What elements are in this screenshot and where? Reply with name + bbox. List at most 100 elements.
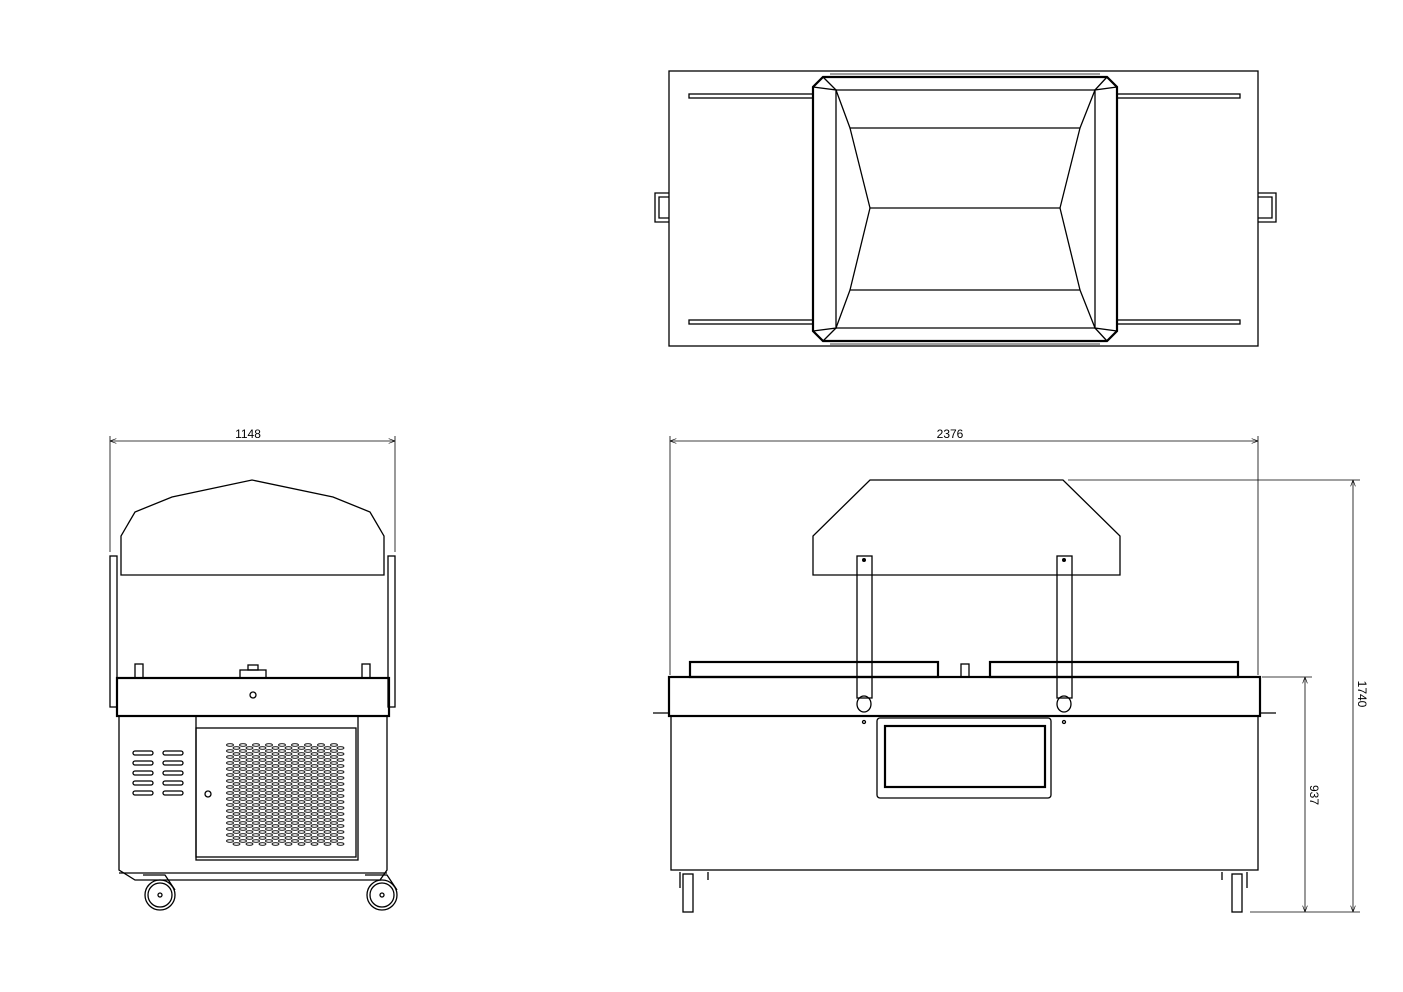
- perforation-hole: [265, 761, 273, 765]
- vent-slot: [162, 780, 184, 786]
- perforation-hole: [258, 824, 267, 828]
- perforation-hole: [323, 746, 332, 750]
- dimension-front-width: 2376: [937, 427, 964, 441]
- perforation-hole: [330, 827, 338, 831]
- perforation-hole: [226, 797, 234, 801]
- vent-slot: [132, 770, 154, 776]
- perforation-hole: [278, 809, 286, 813]
- perforation-hole: [323, 776, 332, 780]
- perforation-hole: [297, 788, 306, 792]
- perforation-hole: [271, 818, 280, 822]
- perforation-hole: [252, 743, 260, 747]
- perforation-hole: [297, 752, 306, 756]
- perforation-hole: [245, 746, 254, 750]
- perforation-hole: [323, 830, 332, 834]
- vent-slot: [162, 790, 184, 796]
- perforation-hole: [284, 770, 293, 774]
- perforation-hole: [226, 773, 234, 777]
- perforation-hole: [284, 746, 293, 750]
- perforation-hole: [323, 770, 332, 774]
- perforation-hole: [245, 806, 254, 810]
- perforation-hole: [226, 749, 234, 753]
- display-screen: [883, 724, 1047, 789]
- perforation-hole: [304, 791, 312, 795]
- perforation-hole: [245, 830, 254, 834]
- perforation-hole: [278, 761, 286, 765]
- perforation-hole: [271, 752, 280, 756]
- perforation-hole: [232, 830, 241, 834]
- perforation-hole: [278, 743, 286, 747]
- perforation-hole: [226, 839, 234, 843]
- platen-right: [988, 660, 1240, 679]
- perforation-hole: [226, 791, 234, 795]
- perforation-hole: [304, 773, 312, 777]
- perforation-hole: [239, 761, 247, 765]
- perforation-hole: [297, 842, 306, 846]
- perforation-hole: [258, 806, 267, 810]
- perforation-hole: [291, 755, 299, 759]
- perforation-hole: [310, 800, 319, 804]
- perforation-hole: [330, 773, 338, 777]
- perforation-hole: [245, 758, 254, 762]
- perforation-hole: [297, 794, 306, 798]
- perforation-hole: [258, 836, 267, 840]
- perforation-hole: [284, 776, 293, 780]
- perforation-hole: [239, 773, 247, 777]
- perforation-hole: [323, 836, 332, 840]
- perforation-hole: [271, 830, 280, 834]
- perforation-hole: [271, 842, 280, 846]
- perforation-hole: [317, 815, 325, 819]
- perforation-hole: [252, 779, 260, 783]
- perforation-hole: [317, 749, 325, 753]
- perforation-hole: [278, 839, 286, 843]
- perforation-hole: [239, 767, 247, 771]
- perforation-hole: [226, 815, 234, 819]
- perforation-hole: [317, 785, 325, 789]
- perforation-hole: [232, 800, 241, 804]
- lid-front: [812, 479, 1121, 576]
- perforation-hole: [271, 794, 280, 798]
- perforation-hole: [336, 770, 345, 774]
- perforation-hole: [278, 791, 286, 795]
- perforation-hole: [304, 839, 312, 843]
- perforation-hole: [258, 842, 267, 846]
- perforation-hole: [310, 758, 319, 762]
- perforation-hole: [271, 770, 280, 774]
- perforation-hole: [291, 785, 299, 789]
- perforation-hole: [239, 791, 247, 795]
- perforation-hole: [252, 761, 260, 765]
- perforation-hole: [284, 806, 293, 810]
- perforation-hole: [304, 785, 312, 789]
- perforation-hole: [304, 827, 312, 831]
- perforation-hole: [265, 767, 273, 771]
- perforation-hole: [330, 833, 338, 837]
- perforation-hole: [271, 776, 280, 780]
- perforation-hole: [265, 797, 273, 801]
- perforation-hole: [336, 776, 345, 780]
- perforation-hole: [336, 764, 345, 768]
- perforation-hole: [226, 827, 234, 831]
- perforation-hole: [317, 821, 325, 825]
- perforation-hole: [310, 788, 319, 792]
- perforation-hole: [323, 752, 332, 756]
- perforation-hole: [278, 773, 286, 777]
- lid-top: [811, 75, 1119, 343]
- perforation-hole: [323, 812, 332, 816]
- perforation-hole: [245, 776, 254, 780]
- perforation-hole: [239, 821, 247, 825]
- perforation-hole: [252, 797, 260, 801]
- perforation-hole: [330, 749, 338, 753]
- perforation-hole: [226, 743, 234, 747]
- perforation-hole: [317, 803, 325, 807]
- perforation-hole: [304, 779, 312, 783]
- perforation-hole: [232, 842, 241, 846]
- perforation-hole: [258, 788, 267, 792]
- perforation-hole: [297, 818, 306, 822]
- perforation-hole: [258, 818, 267, 822]
- perforation-hole: [297, 800, 306, 804]
- perforation-hole: [317, 755, 325, 759]
- perforation-hole: [317, 791, 325, 795]
- perforation-hole: [310, 794, 319, 798]
- perforation-hole: [258, 764, 267, 768]
- perforation-hole: [278, 803, 286, 807]
